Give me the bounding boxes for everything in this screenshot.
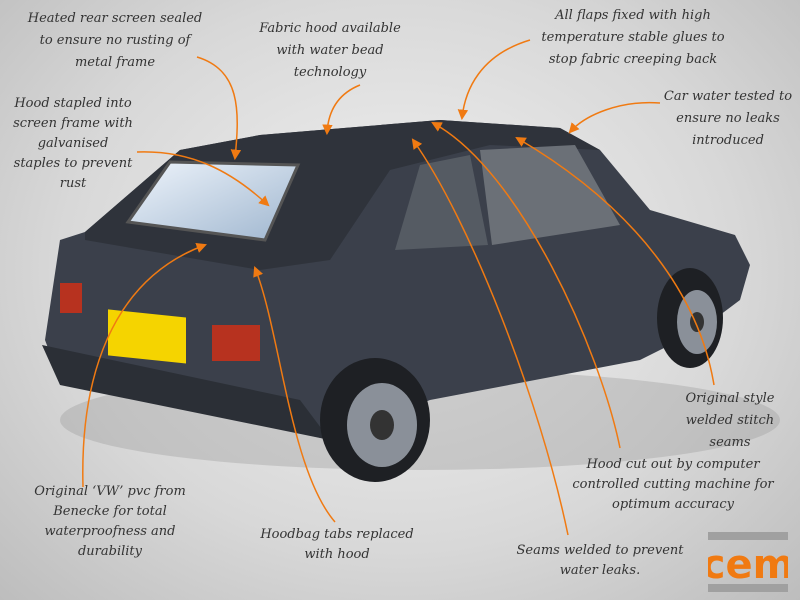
note-line: ensure no leaks bbox=[676, 111, 780, 126]
note-line: Hoodbag tabs replaced bbox=[260, 527, 414, 542]
note-line: controlled cutting machine for bbox=[572, 477, 774, 492]
note-line: Fabric hood available bbox=[259, 21, 401, 36]
note-line: optimum accuracy bbox=[612, 497, 734, 512]
note-line: rust bbox=[59, 176, 87, 191]
note-line: metal frame bbox=[74, 55, 156, 70]
note-line: temperature stable glues to bbox=[541, 30, 725, 45]
note-line: Heated rear screen sealed bbox=[27, 11, 203, 26]
note-line: waterproofness and bbox=[44, 524, 176, 539]
note-line: stop fabric creeping back bbox=[548, 52, 718, 67]
note-hood-cut: Hood cut out by computer controlled cutti… bbox=[572, 455, 773, 515]
note-line: durability bbox=[77, 544, 143, 559]
note-line: staples to prevent bbox=[13, 156, 133, 171]
note-water-tested: Car water tested to ensure no leaks introd… bbox=[664, 86, 792, 152]
note-line: technology bbox=[293, 65, 367, 80]
logo-text: cem bbox=[708, 542, 788, 588]
note-seams-welded: Seams welded to prevent water leaks. bbox=[517, 541, 684, 581]
note-fabric-hood: Fabric hood available with water bead tech… bbox=[259, 18, 401, 84]
note-line: with water bead bbox=[276, 43, 384, 58]
note-line: to ensure no rusting of bbox=[39, 33, 191, 48]
note-line: introduced bbox=[692, 133, 764, 148]
note-line: seams bbox=[709, 435, 751, 450]
note-line: water leaks. bbox=[559, 563, 641, 578]
note-all-flaps: All flaps fixed with high temperature sta… bbox=[541, 5, 724, 71]
note-line: galvanised bbox=[37, 136, 109, 151]
note-line: Hood stapled into bbox=[14, 96, 132, 111]
note-line: with hood bbox=[304, 547, 370, 562]
note-hood-stapled: Hood stapled into screen frame with galvan… bbox=[13, 94, 133, 194]
note-line: All flaps fixed with high bbox=[555, 8, 711, 23]
note-line: welded stitch bbox=[685, 413, 775, 428]
annotation-arrows bbox=[82, 39, 715, 536]
note-line: Seams welded to prevent bbox=[516, 543, 684, 558]
note-line: Hood cut out by computer bbox=[586, 457, 760, 472]
note-line: Benecke for total bbox=[53, 504, 167, 519]
car bbox=[42, 120, 750, 482]
note-line: Original style bbox=[685, 391, 775, 406]
note-hoodbag-tabs: Hoodbag tabs replaced with hood bbox=[260, 525, 413, 565]
note-line: screen frame with bbox=[13, 116, 133, 131]
note-heated-screen: Heated rear screen sealed to ensure no ru… bbox=[28, 8, 203, 74]
note-line: Original ‘VW’ pvc from bbox=[34, 484, 186, 499]
note-stitch-seams: Original style welded stitch seams bbox=[685, 388, 774, 454]
note-line: Car water tested to bbox=[663, 89, 793, 104]
cem-logo: cem bbox=[708, 532, 788, 592]
